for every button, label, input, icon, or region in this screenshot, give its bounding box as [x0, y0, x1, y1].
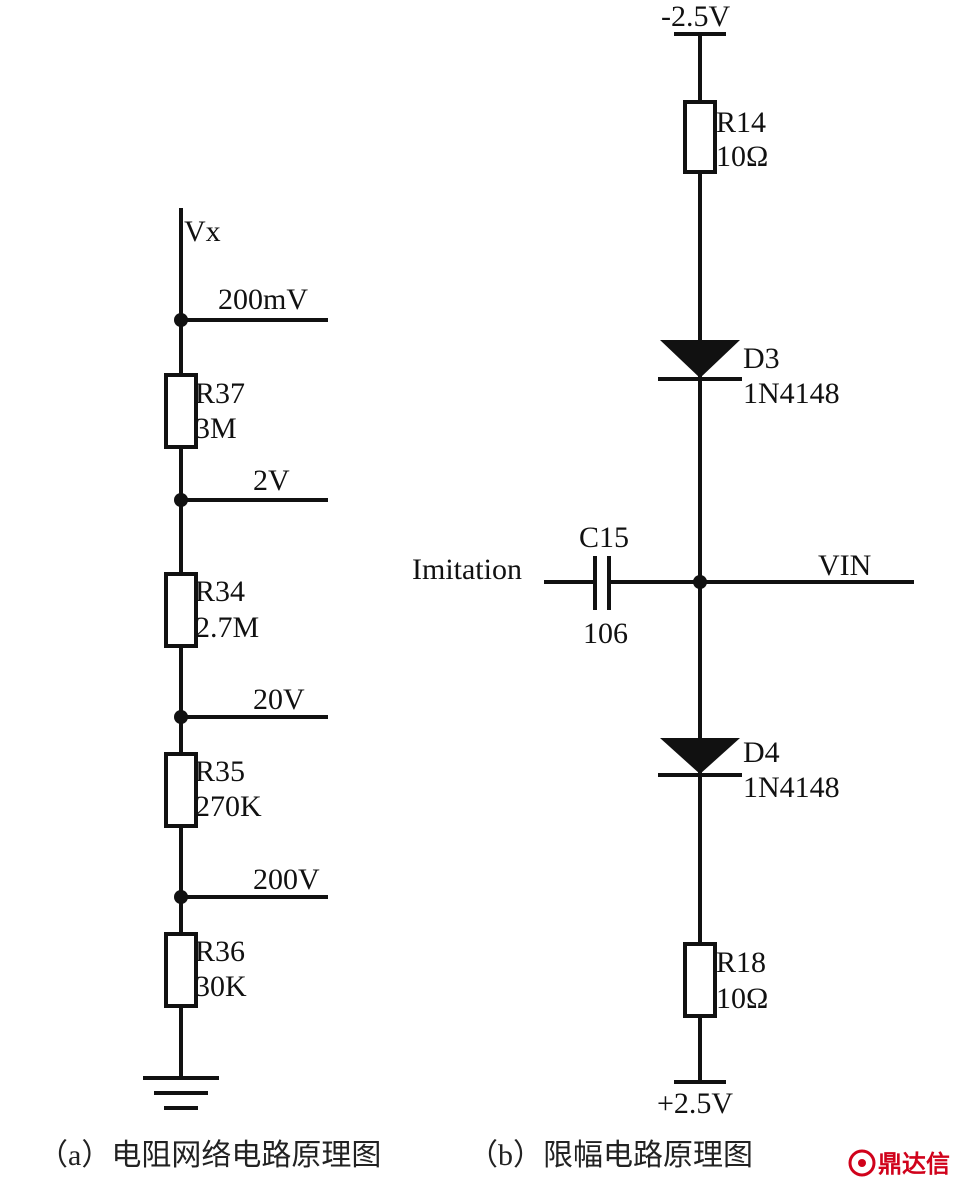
watermark-text: 鼎达信 — [878, 1150, 950, 1178]
resistor-r34 — [164, 572, 198, 648]
d4-part: 1N4148 — [743, 771, 840, 804]
junction-dot — [174, 313, 188, 327]
diode-d4 — [658, 738, 742, 777]
r36-value: 30K — [195, 970, 247, 1003]
top-supply-label: -2.5V — [661, 0, 730, 33]
resistor-r36 — [164, 932, 198, 1008]
output-label: VIN — [818, 549, 871, 582]
r18-ref: R18 — [716, 946, 766, 979]
watermark-logo: 鼎达信 — [848, 1149, 950, 1178]
resistor-network-diagram: Vx 200mV R37 3M 2V R34 2.7M 20V R35 270K — [143, 208, 328, 1110]
r18-value: 10Ω — [716, 982, 768, 1015]
d3-part: 1N4148 — [743, 377, 840, 410]
vx-label: Vx — [184, 215, 221, 248]
c15-ref: C15 — [579, 521, 629, 554]
r36-ref: R36 — [195, 935, 245, 968]
watermark-icon — [848, 1149, 876, 1177]
junction-dot — [174, 710, 188, 724]
limiter-circuit-diagram: -2.5V R14 10Ω D3 1N4148 C15 106 Imitatio… — [412, 0, 914, 1120]
r37-value: 3M — [195, 412, 237, 445]
resistor-r18 — [683, 942, 717, 1018]
r34-ref: R34 — [195, 575, 245, 608]
tap-2v: 2V — [174, 464, 328, 507]
r14-ref: R14 — [716, 106, 766, 139]
resistor-r14 — [683, 100, 717, 174]
r37-ref: R37 — [195, 377, 245, 410]
tap-label-20v: 20V — [253, 683, 305, 716]
capacitor-c15 — [593, 556, 611, 610]
tap-200v: 200V — [174, 863, 328, 904]
c15-value: 106 — [583, 617, 628, 650]
caption-a: （a）电阻网络电路原理图 — [38, 1139, 381, 1172]
bottom-supply-label: +2.5V — [657, 1087, 733, 1120]
caption-b: （b）限幅电路原理图 — [468, 1139, 753, 1172]
ground-symbol — [143, 1076, 219, 1110]
resistor-r37 — [164, 373, 198, 449]
junction-dot — [174, 890, 188, 904]
tap-label-200v: 200V — [253, 863, 320, 896]
r35-ref: R35 — [195, 755, 245, 788]
junction-dot — [693, 575, 707, 589]
d4-ref: D4 — [743, 736, 780, 769]
tap-label-200mv: 200mV — [218, 283, 308, 316]
tap-20v: 20V — [174, 683, 328, 724]
r34-value: 2.7M — [195, 611, 259, 644]
resistor-r35 — [164, 752, 198, 828]
tap-200mv: 200mV — [174, 283, 328, 327]
d3-ref: D3 — [743, 342, 780, 375]
tap-label-2v: 2V — [253, 464, 290, 497]
input-label: Imitation — [412, 553, 522, 586]
diode-d3 — [658, 340, 742, 381]
junction-dot — [174, 493, 188, 507]
r14-value: 10Ω — [716, 140, 768, 173]
r35-value: 270K — [195, 790, 262, 823]
